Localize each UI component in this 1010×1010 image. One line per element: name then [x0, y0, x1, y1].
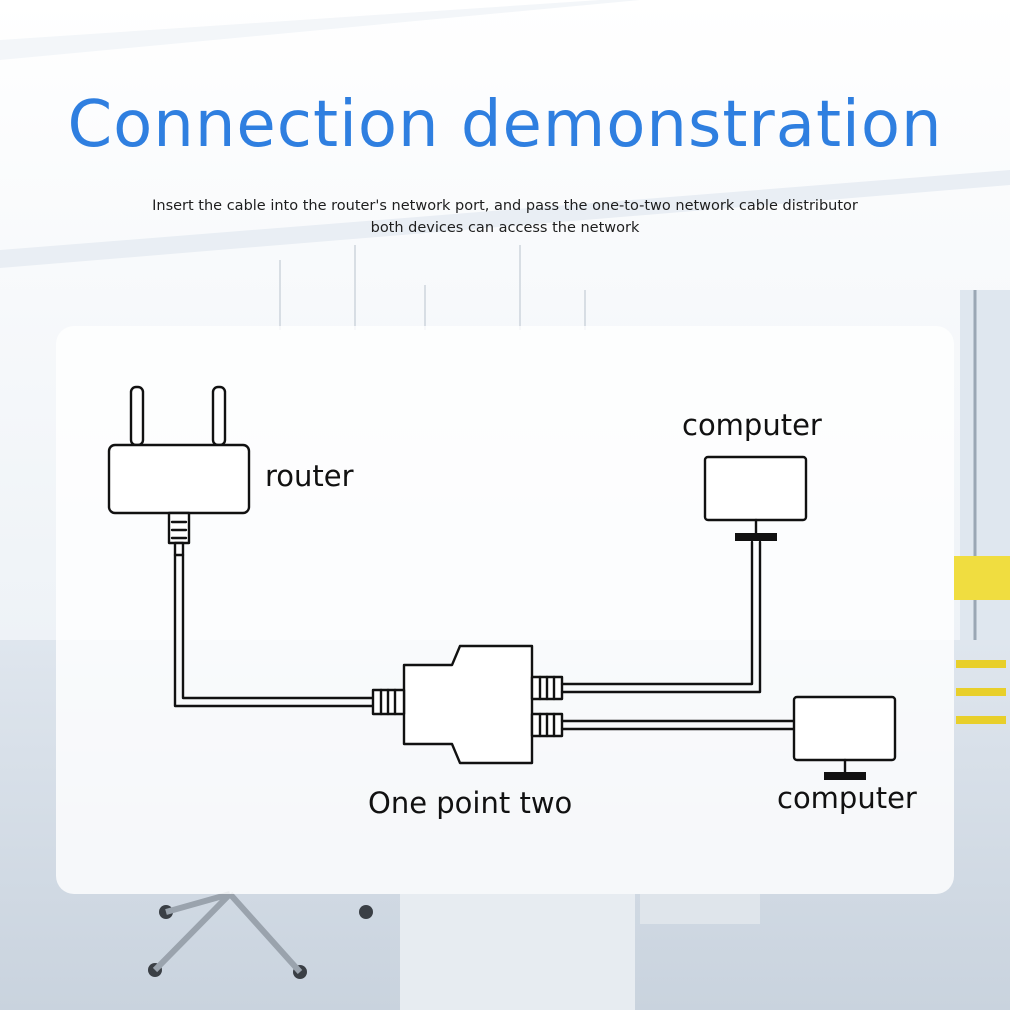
computer-top-icon — [703, 455, 808, 541]
computer-bottom-label: computer — [777, 781, 917, 815]
splitter-label: One point two — [368, 786, 573, 820]
cable-router-splitter — [173, 553, 374, 708]
diagram-panel — [56, 326, 954, 894]
subtitle-line-1: Insert the cable into the router's netwo… — [152, 198, 858, 214]
page-title: Connection demonstration — [67, 88, 943, 162]
cable-splitter-computer-top — [560, 540, 762, 694]
router-label: router — [265, 459, 354, 493]
subtitle-line-2: both devices can access the network — [370, 220, 640, 236]
router-icon — [107, 385, 251, 557]
splitter-icon — [371, 644, 564, 765]
computer-top-label: computer — [682, 408, 822, 442]
page-subtitle: Insert the cable into the router's netwo… — [80, 195, 930, 239]
computer-bottom-icon — [792, 695, 897, 780]
cable-splitter-computer-bottom — [560, 719, 796, 731]
